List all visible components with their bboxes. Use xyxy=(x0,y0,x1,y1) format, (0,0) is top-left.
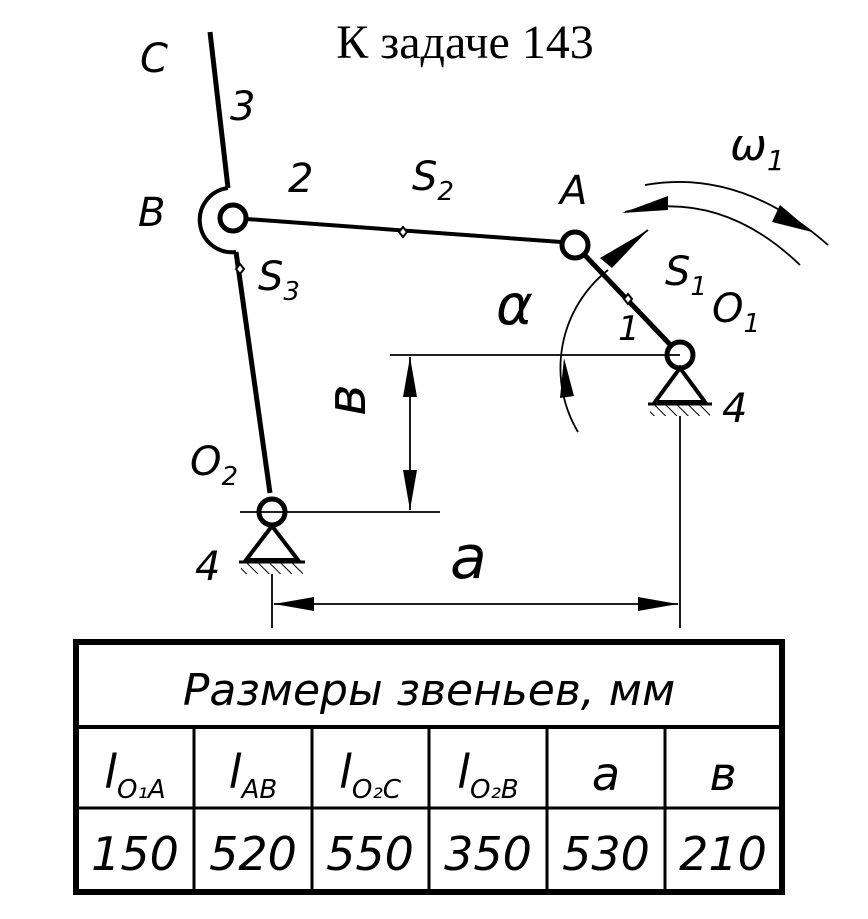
omega-arc-outer xyxy=(644,181,829,246)
table-value-5: 530 xyxy=(562,827,650,881)
dimension-b-arrow-top xyxy=(403,357,417,397)
label-ground-left: 4 xyxy=(195,544,220,590)
omega-arrow-head xyxy=(772,205,812,232)
table-col-header-2: lAB xyxy=(229,745,277,805)
table-value-3: 550 xyxy=(326,827,414,881)
label-dimension-a: a xyxy=(450,523,487,593)
joint-b-shell xyxy=(197,186,237,255)
table-col-header-3: lO₂C xyxy=(339,745,402,805)
label-omega: ω1 xyxy=(730,120,785,177)
angle-alpha-arrow-bottom xyxy=(560,358,574,398)
label-point-b: B xyxy=(138,190,165,236)
label-link-3: 3 xyxy=(230,84,255,130)
mass-center-s1 xyxy=(622,292,634,306)
mass-center-s2 xyxy=(397,225,409,239)
table-col-header-4: lO₂B xyxy=(457,745,519,805)
table-value-1: 150 xyxy=(91,827,179,881)
link-3-upper xyxy=(207,31,231,189)
omega-arc-inner xyxy=(624,205,801,266)
angle-alpha-arc xyxy=(559,269,609,433)
label-point-c: C xyxy=(140,36,168,82)
angle-alpha-arrow-top-stem xyxy=(605,229,649,263)
table-col-header-6: в xyxy=(709,747,736,801)
support-o1 xyxy=(648,364,712,416)
label-mass-center-s1: S1 xyxy=(665,249,707,302)
mass-center-s3 xyxy=(234,262,246,276)
label-link-2: 2 xyxy=(288,156,313,202)
dimension-b-arrow-bottom xyxy=(403,470,417,510)
dimension-a-arrow-right xyxy=(638,597,678,611)
label-mass-center-s2: S2 xyxy=(412,154,454,207)
table-col-header-1: lO₁A xyxy=(104,745,165,805)
link-3-lower xyxy=(233,251,273,494)
label-mass-center-s3: S3 xyxy=(258,254,300,307)
label-alpha: α xyxy=(496,273,533,338)
dimension-a-arrow-left xyxy=(274,597,314,611)
support-o2 xyxy=(239,522,305,574)
label-point-o2: O2 xyxy=(190,439,238,492)
label-point-a: A xyxy=(557,168,587,214)
table-value-6: 210 xyxy=(679,827,767,881)
joint-a xyxy=(559,229,591,261)
dimensions-table xyxy=(73,639,785,895)
omega-arrow-tail xyxy=(622,196,668,213)
diagram-title: К задаче 143 xyxy=(336,16,594,69)
table-value-2: 520 xyxy=(209,827,297,881)
table-col-header-5: a xyxy=(592,747,620,801)
label-link-1: 1 xyxy=(618,309,640,349)
label-ground-right: 4 xyxy=(722,386,747,432)
table-value-4: 350 xyxy=(444,827,532,881)
table-header: Размеры звеньев, мм xyxy=(183,665,675,716)
label-point-o1: O1 xyxy=(712,286,760,339)
joint-b xyxy=(217,202,249,234)
label-dimension-b: в xyxy=(315,384,378,416)
